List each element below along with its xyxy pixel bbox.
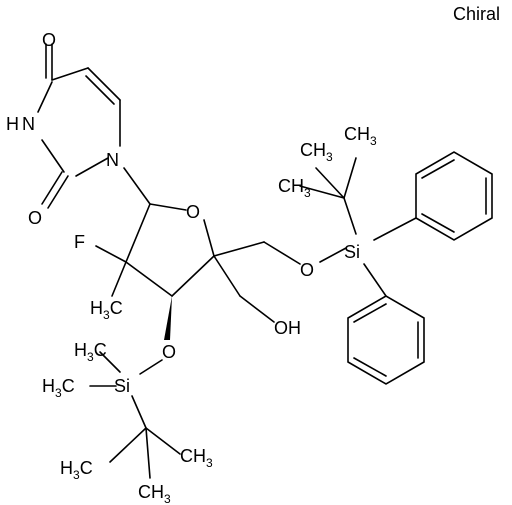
- methyl-subscript: 3: [206, 456, 213, 470]
- methyl-h: H: [74, 340, 87, 360]
- phenyl-ring-upper: [415, 151, 493, 241]
- methyl-subscript: 3: [164, 492, 171, 505]
- methyl-si-upper: H3C: [74, 340, 107, 364]
- bond: [111, 261, 127, 297]
- bond: [373, 217, 417, 241]
- atom-o-c4: O: [42, 30, 56, 50]
- bond: [203, 219, 215, 257]
- methyl-tbu-bottom: CH3: [138, 482, 171, 505]
- atom-f: F: [74, 232, 85, 252]
- bond: [95, 245, 127, 263]
- uracil-ring-bonds: [37, 43, 151, 209]
- bond: [239, 295, 275, 323]
- bond: [85, 75, 115, 105]
- methyl-subscript: 3: [370, 134, 377, 148]
- bond: [139, 359, 163, 375]
- atom-n1: N: [106, 150, 119, 170]
- bond: [131, 395, 147, 429]
- bond: [75, 157, 109, 177]
- wedge-bond: [164, 296, 172, 340]
- bond: [125, 203, 151, 263]
- methyl-tbdps-left: CH3: [300, 140, 333, 164]
- bond: [343, 197, 357, 235]
- atom-o-silyl-left: O: [162, 342, 176, 362]
- bond: [421, 159, 455, 179]
- bond: [343, 157, 357, 199]
- methyl-subscript: 3: [73, 468, 80, 482]
- bond: [123, 167, 151, 205]
- tbdps-group: [299, 151, 493, 385]
- atom-si-right: Si: [344, 242, 360, 262]
- bond: [145, 427, 151, 479]
- sugar-ring-bonds: [95, 203, 301, 340]
- methyl-c: C: [110, 298, 123, 318]
- bond: [149, 203, 187, 211]
- methyl-ch: CH: [138, 482, 164, 502]
- atom-n3: N: [22, 114, 35, 134]
- atom-h-n3: H: [6, 114, 19, 134]
- bond: [353, 303, 387, 323]
- atom-si-left: Si: [114, 376, 130, 396]
- methyl-tbu-left: H3C: [60, 458, 93, 482]
- methyl-h: H: [60, 458, 73, 478]
- methyl-c: C: [94, 340, 107, 360]
- methyl-subscript: 3: [326, 150, 333, 164]
- bond: [315, 167, 345, 199]
- methyl-ch: CH: [180, 446, 206, 466]
- bond: [51, 67, 89, 81]
- bond: [145, 427, 181, 455]
- methyl-subscript: 3: [304, 186, 311, 200]
- bond: [421, 213, 455, 233]
- bond: [125, 261, 173, 297]
- bond: [171, 255, 215, 297]
- atom-labels: O H N N O F O O Si OH O Si H3C H3C H3C H…: [6, 30, 377, 505]
- bond: [353, 357, 387, 377]
- methyl-subscript: 3: [87, 350, 94, 364]
- methyl-tbu-right: CH3: [180, 446, 213, 470]
- bond: [41, 171, 63, 205]
- bond: [87, 67, 121, 101]
- bond: [213, 241, 265, 257]
- tbs-group: [89, 351, 181, 479]
- bond: [109, 427, 147, 463]
- phenyl-ring-lower: [347, 295, 425, 385]
- bond: [37, 81, 53, 113]
- methyl-h: H: [90, 298, 103, 318]
- bond: [213, 255, 241, 297]
- atom-o-ring: O: [186, 202, 200, 222]
- bond: [99, 351, 121, 373]
- methyl-c: C: [80, 458, 93, 478]
- methyl-subscript: 3: [55, 386, 62, 400]
- methyl-ch: CH: [278, 176, 304, 196]
- bond: [363, 263, 387, 297]
- bond: [47, 175, 69, 209]
- bond: [319, 247, 347, 263]
- methyl-tbdps-mid: CH3: [278, 176, 311, 200]
- methyl-subscript: 3: [103, 308, 110, 322]
- chiral-label: Chiral: [453, 4, 500, 24]
- methyl-c2: H3C: [90, 298, 123, 322]
- bond: [263, 241, 301, 265]
- methyl-si-lower: H3C: [42, 376, 75, 400]
- methyl-ch: CH: [344, 124, 370, 144]
- atom-o-c2: O: [28, 208, 42, 228]
- atom-oh: OH: [274, 318, 301, 338]
- methyl-h: H: [42, 376, 55, 396]
- methyl-c: C: [62, 376, 75, 396]
- atom-o-silyl-right: O: [300, 260, 314, 280]
- methyl-ch: CH: [300, 140, 326, 160]
- bond: [41, 139, 65, 173]
- bond: [299, 185, 345, 199]
- methyl-tbdps-top: CH3: [344, 124, 377, 148]
